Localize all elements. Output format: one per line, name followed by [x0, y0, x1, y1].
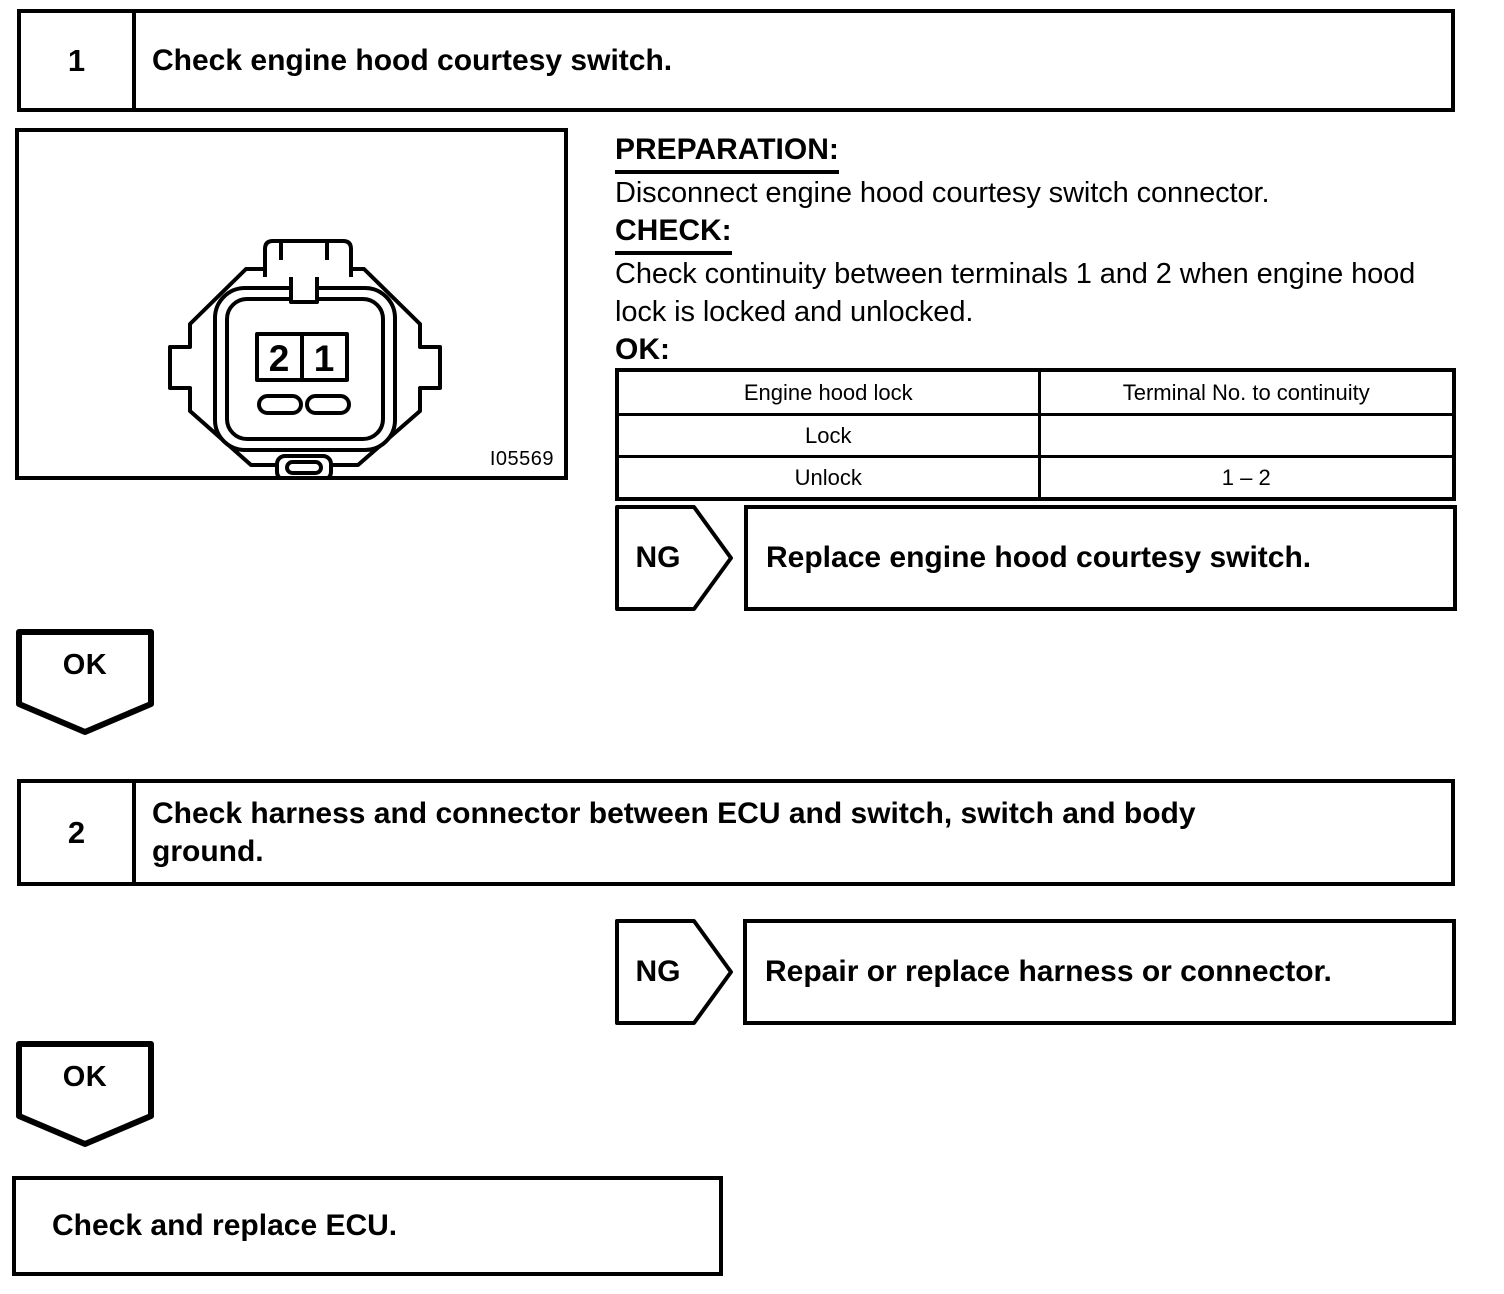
ng-action-box-1: Replace engine hood courtesy switch. [744, 505, 1457, 611]
connector-diagram: 2 1 [168, 239, 442, 482]
slot-left [257, 394, 303, 415]
connector-figure-box: 2 1 I05569 [15, 128, 568, 482]
slot-right [305, 394, 351, 415]
table-header-row: Engine hood lock Terminal No. to continu… [615, 368, 1456, 416]
table-cell-condition: Unlock [615, 455, 1041, 501]
bottom-tab-slot [285, 460, 323, 475]
check-heading: CHECK: [615, 212, 1463, 255]
ng-label: NG [635, 541, 681, 574]
top-hat [263, 239, 353, 277]
ng-label: NG [635, 955, 681, 988]
ok-label: OK [62, 648, 108, 681]
terminal-2-cavity [255, 332, 304, 382]
step-1-number: 1 [21, 13, 136, 108]
instruction-column: PREPARATION: Disconnect engine hood cour… [615, 131, 1463, 374]
figure-code-label: I05569 [489, 448, 554, 470]
final-action-box: Check and replace ECU. [12, 1176, 723, 1276]
table-cell-terminals: 1 – 2 [1037, 455, 1456, 501]
table-row: Lock [615, 413, 1456, 458]
step-2-number: 2 [21, 783, 136, 882]
final-action-text: Check and replace ECU. [52, 1209, 398, 1242]
table-row: Unlock 1 – 2 [615, 455, 1456, 501]
ok-arrow-1: OK [15, 628, 155, 736]
ok-arrow-shape [16, 1041, 154, 1147]
ok-label: OK [62, 1060, 108, 1093]
ng-action-text: Repair or replace harness or connector. [765, 955, 1332, 988]
ng-action-box-2: Repair or replace harness or connector. [743, 919, 1456, 1025]
table-cell-condition: Lock [615, 413, 1041, 458]
step-1-box: 1 Check engine hood courtesy switch. [17, 9, 1455, 112]
check-text: Check continuity between terminals 1 and… [615, 258, 1416, 328]
terminal-1-cavity [300, 332, 349, 382]
ok-arrow-2: OK [15, 1040, 155, 1148]
preparation-text: Disconnect engine hood courtesy switch c… [615, 177, 1270, 209]
ng-arrow-2: NG [615, 919, 733, 1025]
preparation-heading: PREPARATION: [615, 131, 1463, 174]
table-cell-terminals [1037, 413, 1456, 458]
ng-arrow-shape [615, 505, 733, 611]
ng-action-text: Replace engine hood courtesy switch. [766, 541, 1312, 574]
table-header-condition: Engine hood lock [615, 368, 1041, 416]
terminal-2-number: 2 [269, 338, 290, 379]
table-header-terminals: Terminal No. to continuity [1037, 368, 1456, 416]
continuity-table: Engine hood lock Terminal No. to continu… [615, 368, 1456, 501]
step-2-title: Check harness and connector between ECU … [152, 796, 1196, 868]
step-2-box: 2 Check harness and connector between EC… [17, 779, 1455, 886]
ng-arrow-shape [615, 919, 733, 1025]
terminal-1-number: 1 [314, 338, 335, 379]
step-1-title: Check engine hood courtesy switch. [152, 43, 673, 77]
ok-arrow-shape [16, 629, 154, 735]
ng-arrow-1: NG [615, 505, 733, 611]
